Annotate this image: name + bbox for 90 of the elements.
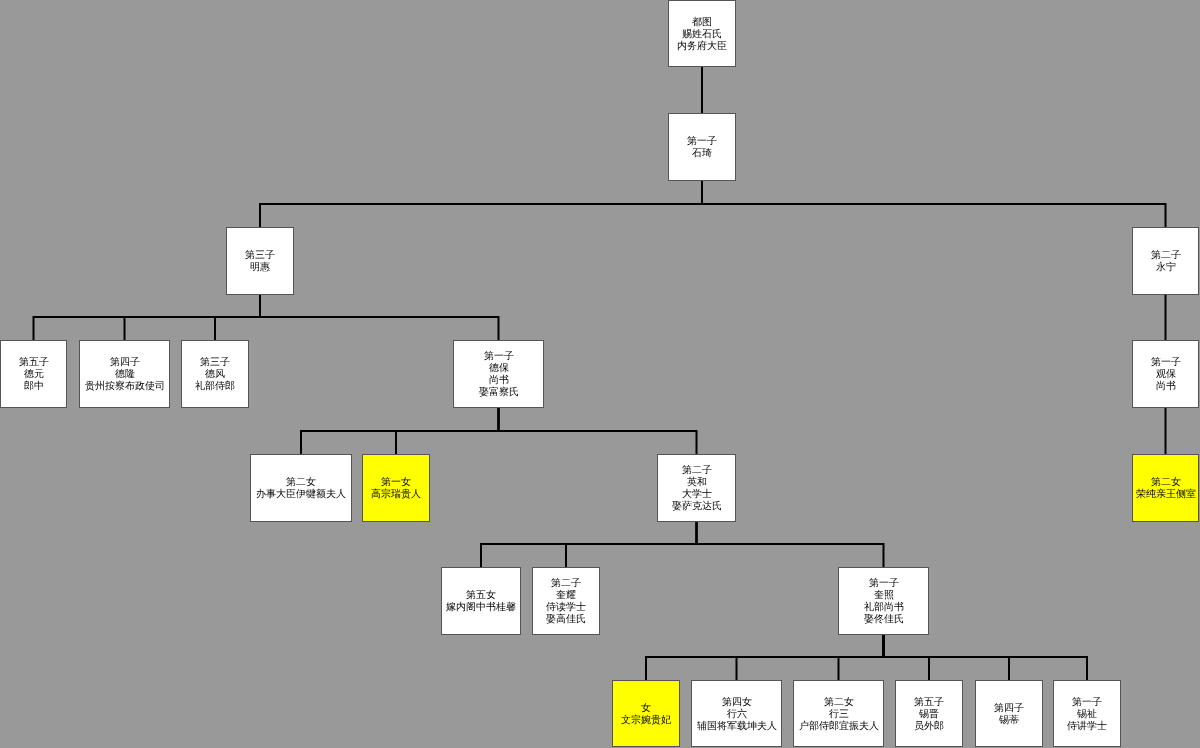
highlighted-person-box [612,680,680,747]
person-text: 奎照 [873,589,894,601]
person-text: 娶佟佳氏 [863,613,904,625]
person-box [441,567,521,635]
person-box [1132,340,1199,408]
person-text: 赐姓石氏 [682,27,722,40]
person-text: 第三子 [200,356,230,368]
person-box [1132,227,1199,295]
person-text: 文宗婉贵妃 [621,713,671,726]
person-text: 办事大臣伊犍额夫人 [256,488,346,500]
person-text: 高宗瑞贵人 [371,488,421,500]
person-text: 明惠 [250,261,270,273]
connector-line [701,66,703,114]
person-text: 石琦 [692,147,712,159]
person-text: 第四女 [721,695,752,708]
person-box [181,340,249,408]
person-box [668,113,736,181]
person-text: 观保 [1155,368,1176,380]
person-text: 贵州按察布政使司 [84,380,165,392]
person-box [691,680,782,747]
connector-line [497,407,698,455]
person-text: 第二女 [823,695,854,708]
person-text: 尚书 [1155,380,1176,392]
highlighted-person-box [362,454,430,522]
person-text: 英和 [686,476,707,488]
person-box [226,227,294,295]
person-text: 第二女 [286,476,316,488]
person-text: 娶高佳氏 [546,613,586,625]
person-text: 第二子 [551,577,581,589]
person-box [657,454,736,522]
person-text: 郎中 [23,380,44,392]
person-text: 第五子 [18,356,49,368]
person-text: 都图 [692,15,712,28]
person-box [668,0,736,67]
person-text: 第一子 [1072,695,1102,708]
person-text: 行六 [726,707,747,720]
person-text: 第三子 [245,249,275,261]
person-text: 第一子 [483,350,514,362]
person-text: 侍讲学士 [1067,719,1107,732]
connector-line [882,634,1088,681]
person-box [453,340,544,408]
person-text: 行三 [828,707,849,720]
person-text: 尚书 [488,374,509,386]
person-text: 第四子 [109,356,140,368]
person-box [793,680,884,747]
person-text: 第一子 [687,135,717,147]
person-text: 第四子 [994,701,1024,714]
person-text: 大学士 [681,488,712,500]
person-text: 女 [641,701,651,714]
person-box [838,567,929,635]
person-box [895,680,963,747]
person-text: 娶富察氏 [478,386,519,398]
person-text: 第二女 [1150,476,1181,488]
connector-line [259,294,500,341]
person-text: 第一子 [868,577,899,589]
person-text: 德风 [205,368,225,380]
person-text: 礼部尚书 [863,601,904,613]
person-text: 第五女 [466,589,496,601]
person-text: 员外郎 [914,719,944,732]
person-text: 嫁内阁中书桂馨 [446,601,516,613]
connector-line [1164,294,1167,341]
person-text: 第一子 [1150,356,1181,368]
person-text: 辅国将军载坤夫人 [696,719,777,732]
person-box [1053,680,1121,747]
person-box [79,340,170,408]
person-text: 锡蒂 [999,713,1019,726]
person-text: 德隆 [114,368,135,380]
connector-line [1164,407,1167,455]
person-text: 第二子 [1150,249,1181,261]
person-text: 户部侍郎宜振夫人 [798,719,879,732]
person-text: 奎耀 [556,589,576,601]
person-text: 侍读学士 [546,601,586,613]
person-text: 锡祉 [1077,707,1097,720]
person-text: 荣纯亲王侧室 [1135,488,1196,500]
person-text: 礼部侍郎 [195,380,235,392]
person-box [532,567,600,635]
person-text: 永宁 [1155,261,1176,273]
person-box [975,680,1043,747]
person-text: 德元 [23,368,44,380]
person-text: 锡晋 [919,707,939,720]
person-text: 内务府大臣 [677,39,727,52]
person-box [250,454,352,522]
connector-line [695,521,885,568]
highlighted-person-box [1132,454,1199,522]
person-text: 第五子 [914,695,944,708]
person-text: 德保 [488,362,509,374]
person-text: 第一女 [381,476,411,488]
person-text: 第二子 [681,464,712,476]
person-text: 娶萨克达氏 [671,500,722,512]
person-box [0,340,67,408]
